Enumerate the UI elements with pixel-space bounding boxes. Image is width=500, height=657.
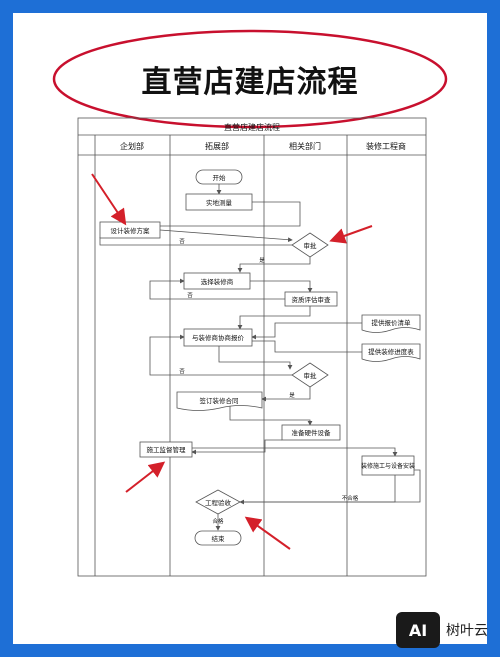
approve2-label: 审批 — [304, 371, 318, 380]
prepare-equipment-label: 准备硬件设备 — [292, 428, 332, 437]
acceptance-diamond — [195, 489, 241, 515]
pass-label: 合格 — [212, 517, 224, 525]
design-plan-box — [99, 221, 161, 239]
sign-contract-doc — [176, 391, 263, 411]
diagram-title: 直营店建店流程 — [224, 122, 280, 132]
provide-schedule-label: 提供装修进度表 — [368, 347, 414, 356]
banner-ellipse — [52, 29, 448, 129]
site-survey-box — [185, 193, 253, 211]
prepare-equipment-box — [281, 424, 341, 441]
construct-install-box — [361, 455, 415, 476]
approve1-label: 审批 — [304, 241, 318, 250]
provide-quote-doc — [361, 314, 421, 333]
end-label: 结束 — [212, 534, 226, 543]
provide-schedule-doc — [361, 343, 421, 362]
watermark-logo: AI — [396, 612, 440, 648]
red-arrow-2 — [329, 225, 373, 244]
lane-expansion: 拓展部 — [205, 141, 229, 151]
site-survey-label: 实地测量 — [206, 198, 233, 207]
qualification-label: 资质评估审查 — [292, 295, 332, 304]
approve2-diamond — [291, 362, 329, 388]
supervise-box — [139, 441, 193, 458]
select-contractor-label: 选择装修商 — [201, 277, 234, 286]
lane-related-departments: 相关部门 — [289, 141, 321, 151]
banner-title: 直营店建店流程 — [141, 65, 359, 100]
qualification-box — [284, 291, 338, 307]
nodes — [99, 169, 421, 546]
lane-planning: 企划部 — [120, 141, 144, 151]
yes-label-1: 是 — [259, 257, 265, 264]
supervise-label: 施工监督管理 — [147, 445, 187, 454]
fail-label: 不合格 — [342, 494, 359, 502]
no-label-2: 否 — [187, 292, 193, 299]
annotation-arrows — [91, 173, 373, 550]
swimlane-grid — [77, 117, 427, 577]
end-terminal — [194, 530, 242, 546]
sign-contract-label: 签订装修合同 — [200, 396, 239, 405]
design-plan-label: 设计装修方案 — [111, 226, 151, 235]
red-arrow-3 — [125, 461, 166, 493]
select-contractor-box — [183, 272, 251, 290]
red-arrow-1 — [91, 173, 127, 226]
provide-quote-label: 提供报价清单 — [372, 318, 412, 327]
start-terminal — [195, 169, 243, 185]
connectors — [99, 184, 421, 531]
negotiate-box — [183, 328, 253, 347]
lane-decoration-contractor: 装修工程商 — [366, 141, 406, 151]
watermark-text: 树叶云 — [446, 623, 488, 639]
approve1-diamond — [291, 232, 329, 258]
no-label-1: 否 — [179, 238, 185, 245]
start-label: 开始 — [213, 173, 227, 182]
construct-install-label: 装修施工与设备安装 — [361, 462, 415, 470]
red-arrow-4 — [244, 516, 291, 550]
yes-label-2: 是 — [289, 392, 295, 399]
watermark: AI 树叶云 — [396, 612, 488, 648]
no-label-3: 否 — [179, 368, 185, 375]
negotiate-label: 与装修商协商报价 — [192, 333, 245, 342]
acceptance-label: 工程验收 — [205, 498, 232, 507]
